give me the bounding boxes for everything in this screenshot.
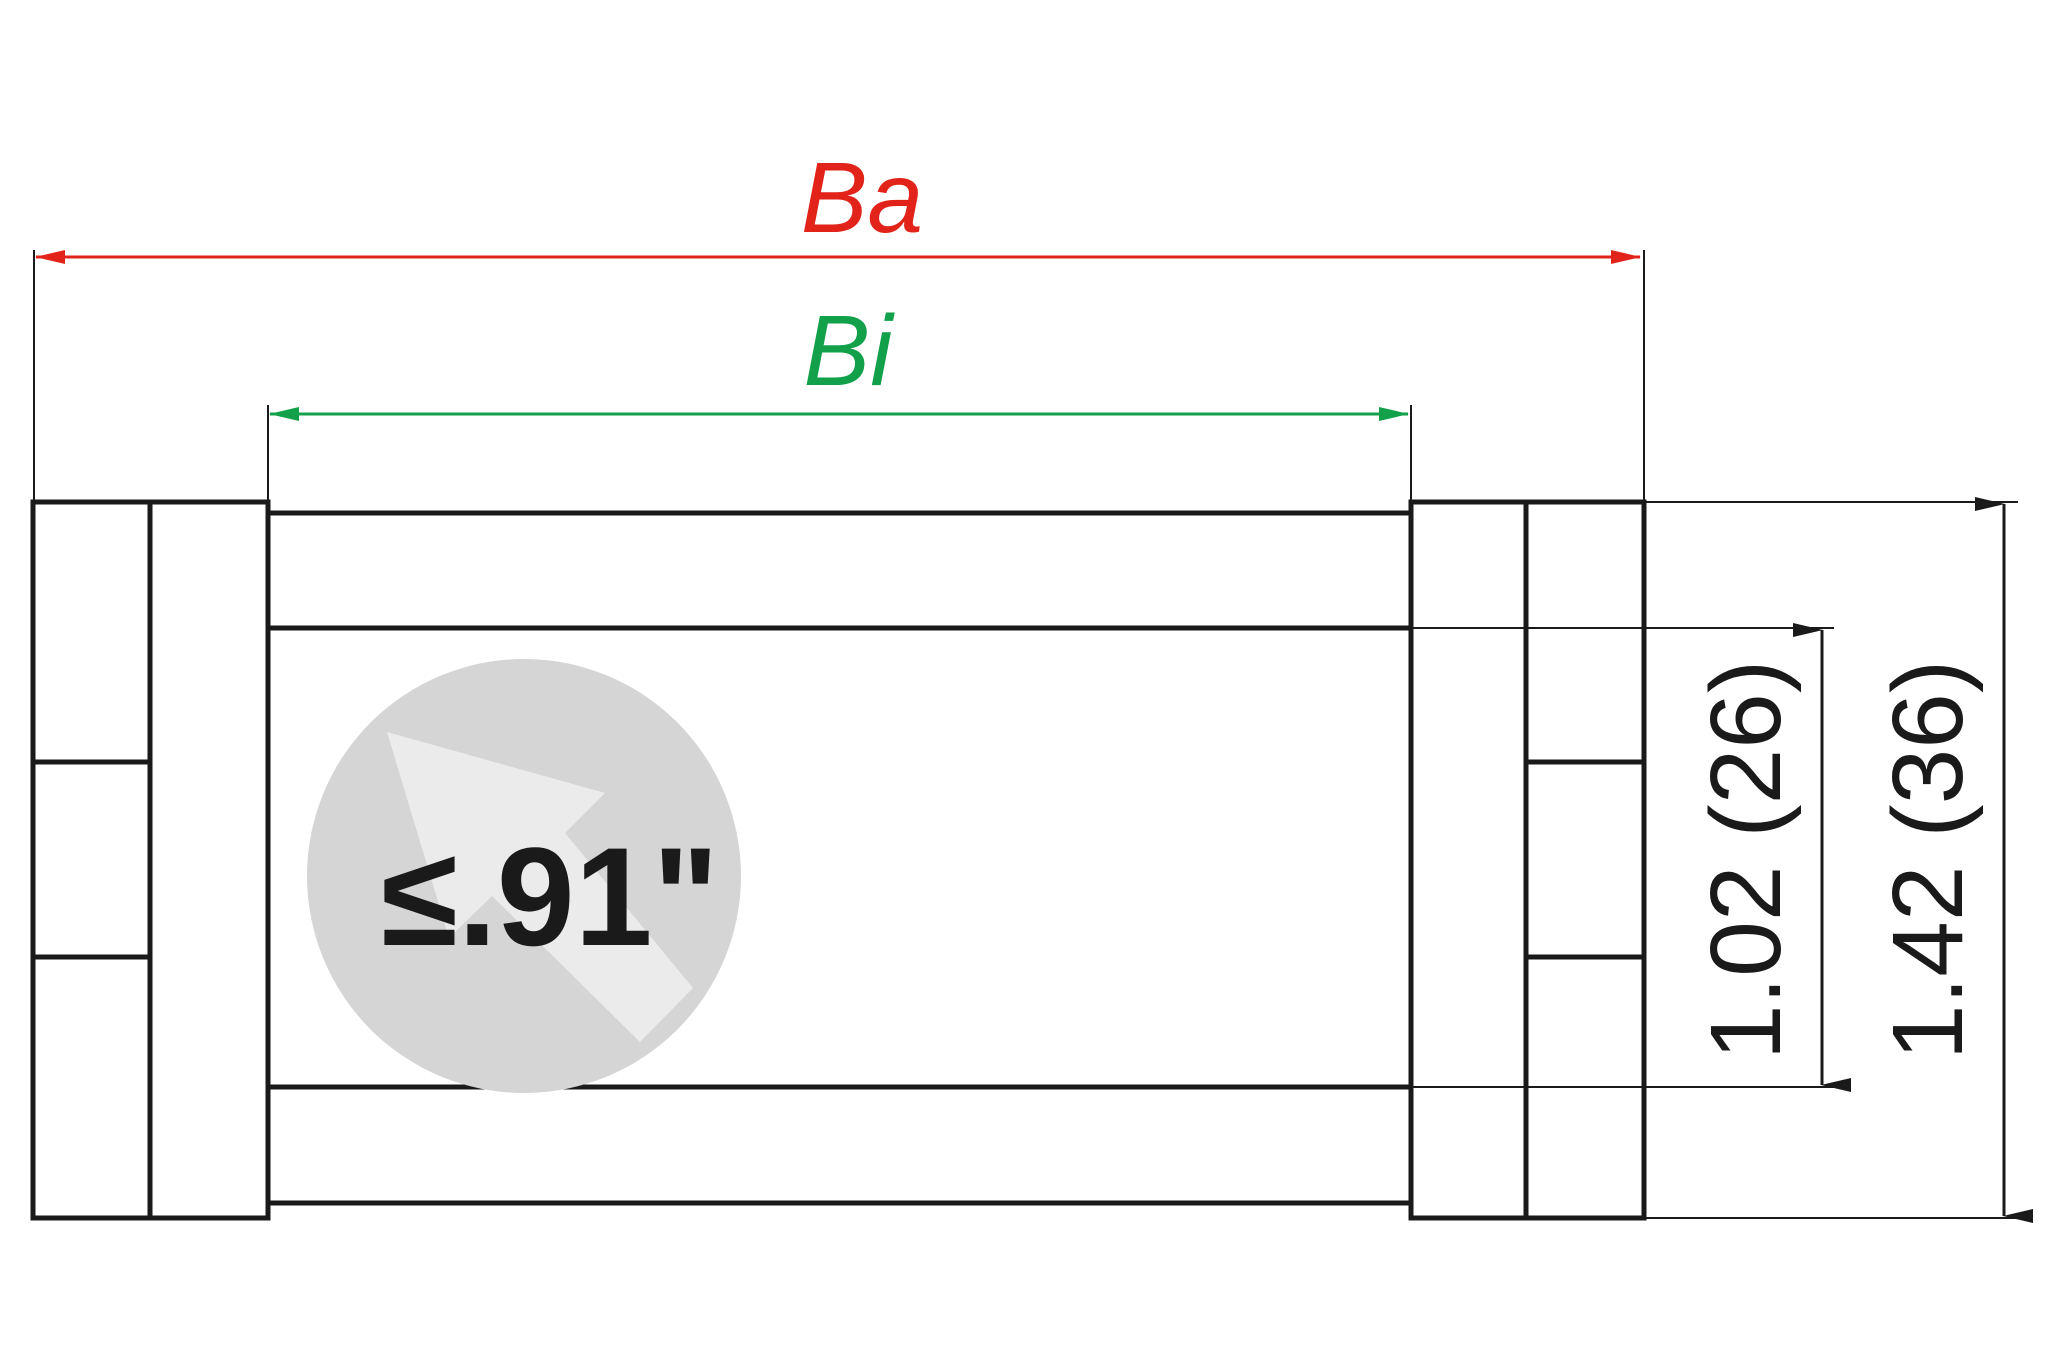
height-extension-lines xyxy=(1411,501,2018,1219)
left-inner-plate xyxy=(147,499,271,1221)
inner-width-label: Bi xyxy=(804,295,896,407)
left-side-plate xyxy=(30,499,271,1221)
left-outer-plate xyxy=(30,499,153,1221)
cable-diameter-badge: ≤.91" xyxy=(307,659,741,1093)
badge-label: ≤.91" xyxy=(381,818,719,975)
outer-width-dimension: Ba xyxy=(33,142,1645,500)
bottom-crossbar xyxy=(265,1084,1414,1206)
outer-height-label: 1.42 (36) xyxy=(1872,660,1984,1060)
top-crossbar xyxy=(265,510,1414,631)
right-inner-plate xyxy=(1408,499,1529,1221)
right-side-plate xyxy=(1408,499,1647,1221)
inner-height-label: 1.02 (26) xyxy=(1690,660,1802,1060)
crossbars xyxy=(265,510,1414,1206)
right-outer-plate xyxy=(1523,499,1647,1221)
badge-arrow-icon xyxy=(387,732,693,1042)
inner-width-dimension: Bi xyxy=(267,295,1412,510)
outer-width-label: Ba xyxy=(801,142,923,254)
outer-height-dimension: 1.42 (36) xyxy=(1872,497,2033,1223)
inner-height-dimension: 1.02 (26) xyxy=(1690,623,1851,1092)
